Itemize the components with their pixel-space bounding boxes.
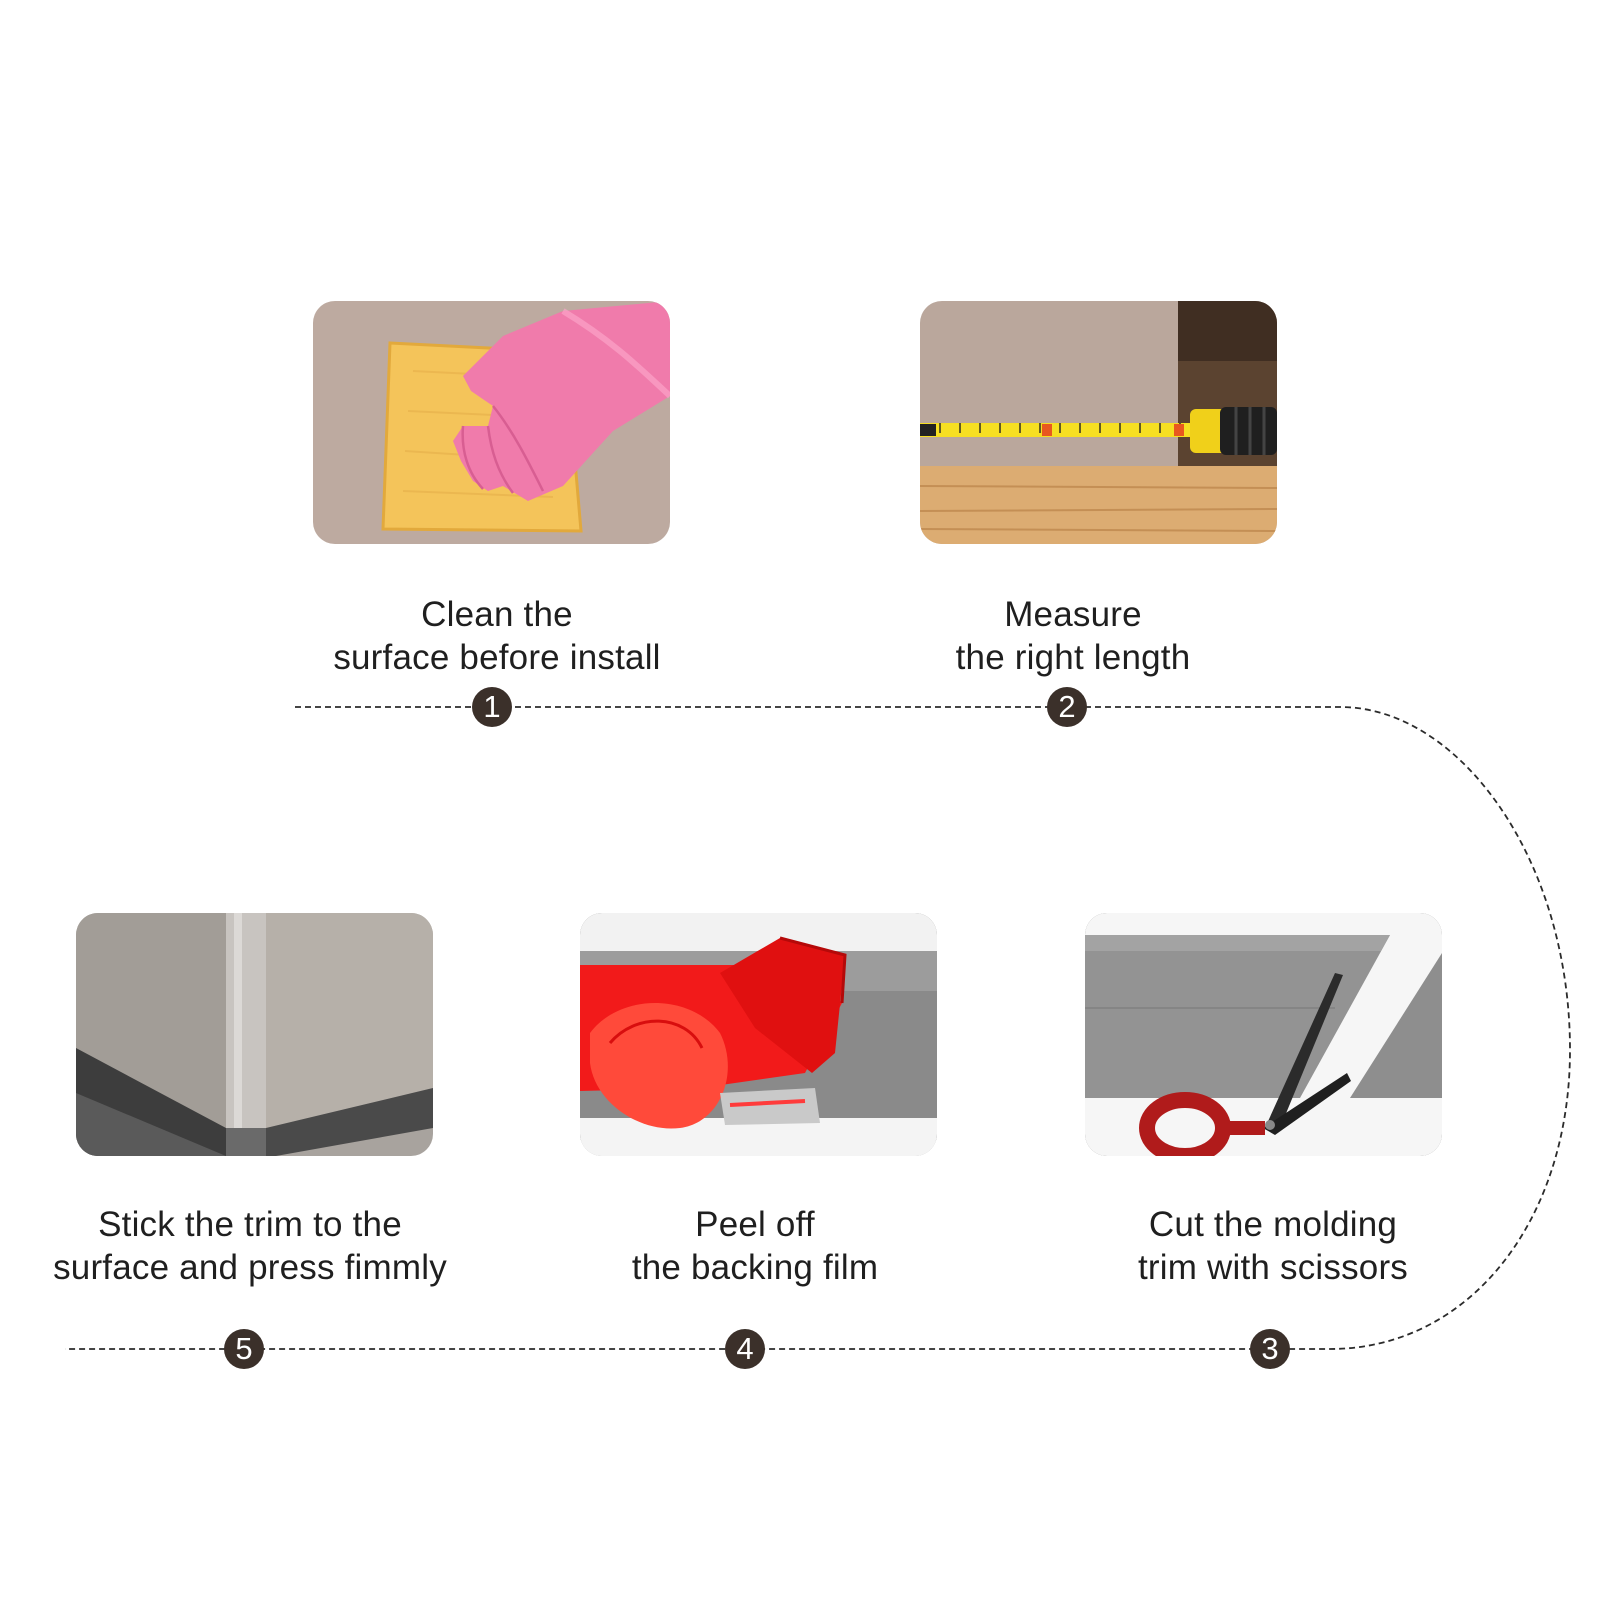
step-3-caption-line1: Cut the molding	[1148, 1205, 1398, 1244]
step-1-caption-line2: surface before install	[333, 638, 661, 677]
step-1-marker: 1	[472, 687, 512, 727]
tape-measure-icon	[920, 301, 1277, 544]
glove-cloth-icon	[313, 301, 670, 544]
step-4-image	[580, 913, 937, 1156]
step-2-marker: 2	[1047, 687, 1087, 727]
step-5-caption: Stick the trim to the surface and press …	[15, 1203, 485, 1289]
step-1-caption: Clean the surface before install	[262, 593, 732, 679]
step-4-marker: 4	[725, 1329, 765, 1369]
scissors-icon	[1085, 913, 1442, 1156]
corner-trim-icon	[76, 913, 433, 1156]
step-4-caption: Peel off the backing film	[520, 1203, 990, 1289]
step-3-caption-line2: trim with scissors	[1138, 1248, 1408, 1287]
step-5-caption-line1: Stick the trim to the	[98, 1205, 402, 1244]
step-4-caption-line1: Peel off	[695, 1205, 815, 1244]
step-4-caption-line2: the backing film	[631, 1248, 879, 1287]
step-2-caption-line1: Measure	[1004, 595, 1142, 634]
step-3-caption: Cut the molding trim with scissors	[1038, 1203, 1508, 1289]
step-5-caption-line2: surface and press fimmly	[53, 1248, 447, 1287]
backing-film-icon	[580, 913, 937, 1156]
step-3-image	[1085, 913, 1442, 1156]
step-5-marker: 5	[224, 1329, 264, 1369]
step-2-caption: Measure the right length	[838, 593, 1308, 679]
step-1-image	[313, 301, 670, 544]
step-1-caption-line1: Clean the	[421, 595, 573, 634]
step-5-image	[76, 913, 433, 1156]
step-3-marker: 3	[1250, 1329, 1290, 1369]
step-2-image	[920, 301, 1277, 544]
step-2-caption-line2: the right length	[955, 638, 1191, 677]
